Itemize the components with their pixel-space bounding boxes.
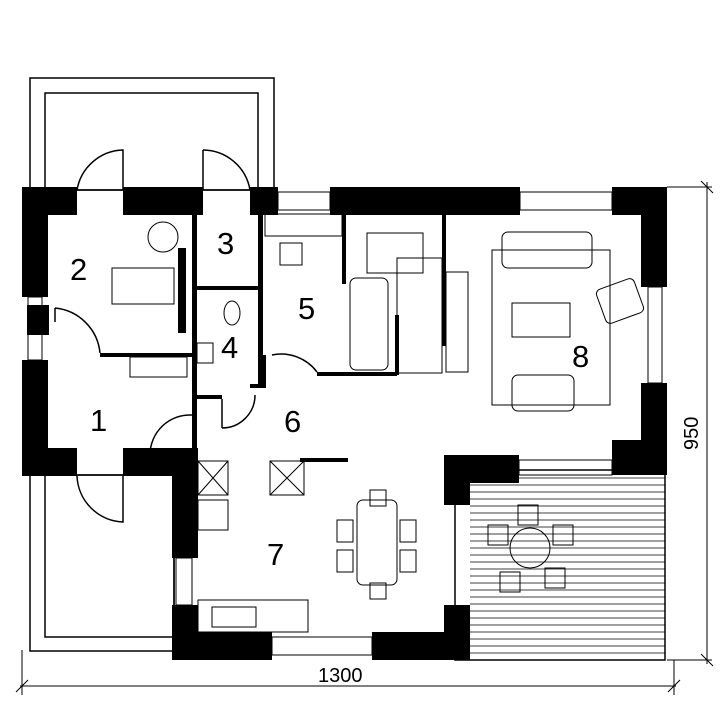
room-label-2: 2	[70, 252, 87, 287]
furniture	[111, 213, 645, 633]
room-label-7: 7	[267, 537, 284, 572]
north-terrace	[29, 77, 275, 191]
depth-dimension: 950	[667, 180, 714, 667]
depth-dimension-label: 950	[681, 417, 703, 450]
walls	[22, 187, 667, 660]
room-label-6: 6	[284, 404, 301, 439]
room-label-3: 3	[217, 226, 234, 261]
deck	[454, 469, 666, 661]
west-terrace	[29, 474, 175, 652]
room-label-4: 4	[221, 330, 238, 365]
room-label-1: 1	[90, 403, 107, 438]
width-dimension: 1300	[15, 650, 681, 695]
windows	[27, 191, 663, 656]
width-dimension-label: 1300	[318, 665, 363, 687]
room-label-5: 5	[298, 291, 315, 326]
doors	[54, 149, 318, 523]
room-label-8: 8	[572, 339, 589, 374]
